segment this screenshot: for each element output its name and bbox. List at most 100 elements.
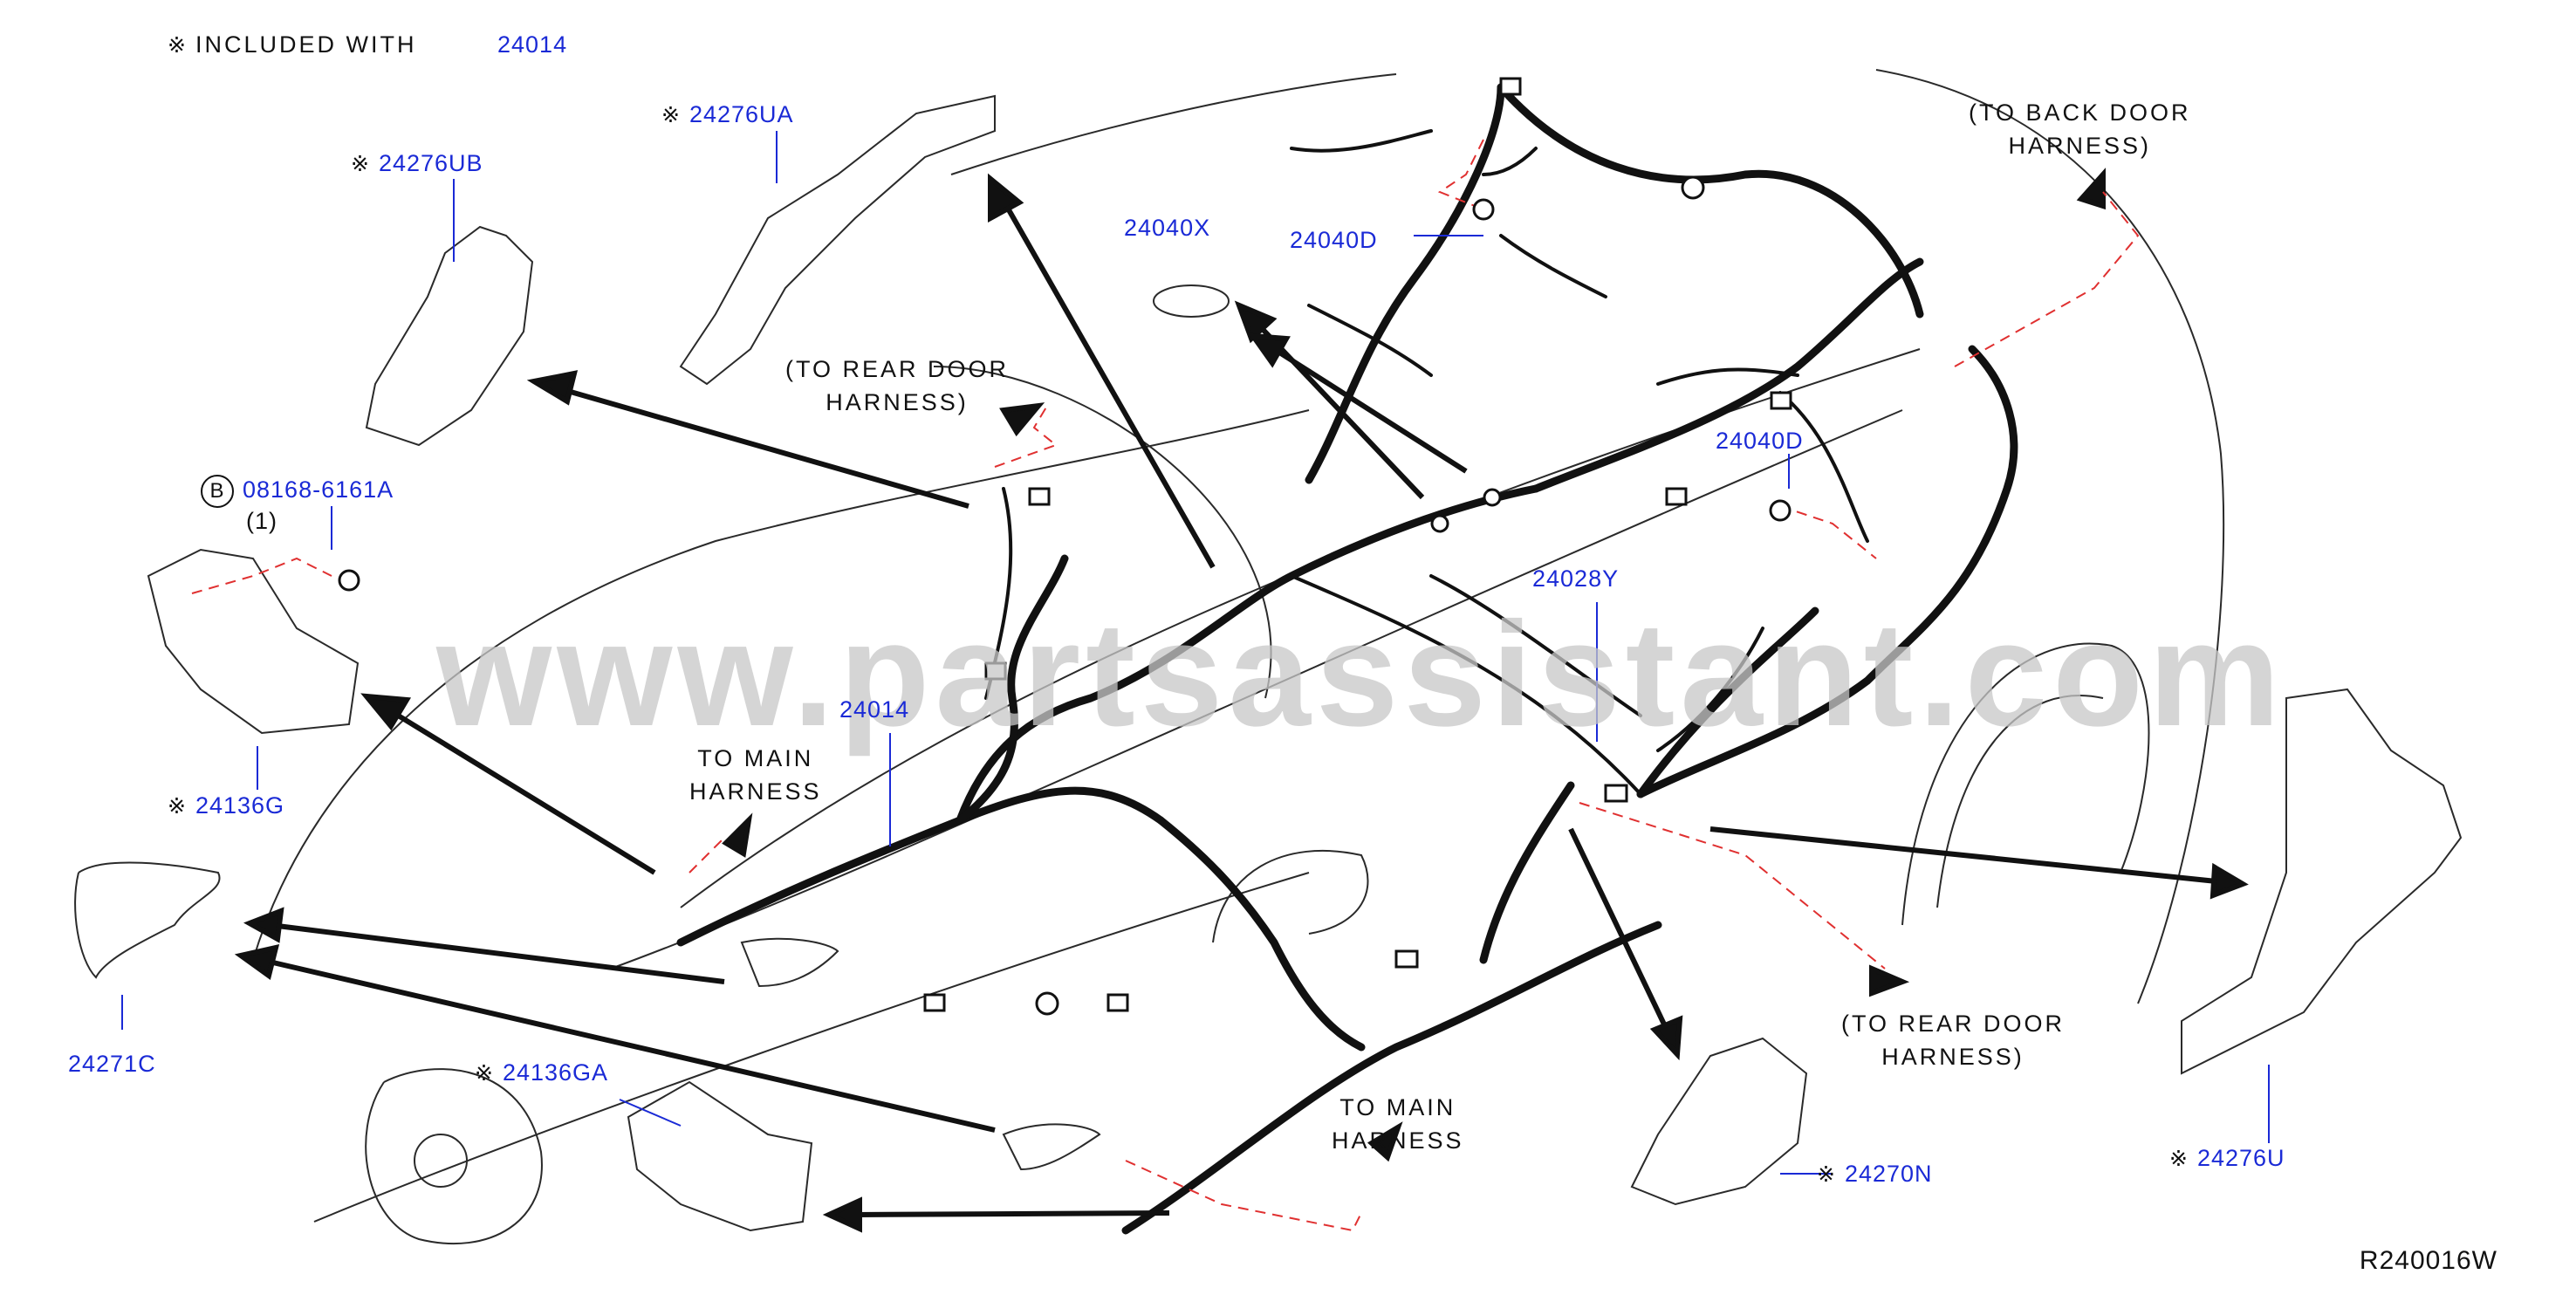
grommet-icon <box>1681 175 1705 200</box>
speaker-center <box>414 1134 468 1188</box>
harness-main-run <box>1121 921 1662 1235</box>
part-link-24276UB[interactable]: 24276UB <box>378 150 483 176</box>
harness-branch-4 <box>1636 606 1819 798</box>
part-link-24014[interactable]: 24014 <box>839 696 910 723</box>
part-label-24136G: ※ 24136G <box>168 792 284 819</box>
bracket-24276UB <box>365 225 534 447</box>
bolt-icon <box>1769 499 1792 522</box>
ref-line-08168 <box>191 557 332 594</box>
note-back-door-harness: (TO BACK DOOR HARNESS) <box>1969 99 2191 159</box>
harness-roof-run <box>1305 83 1505 484</box>
harness-roof-right <box>1531 257 1924 493</box>
note-rear-door-harness-2: (TO REAR DOOR HARNESS) <box>1841 1011 2066 1070</box>
wire-branch-e <box>1778 391 1869 543</box>
part-link-24040D-upper[interactable]: 24040D <box>1290 227 1378 253</box>
note-rear-door-harness-1: (TO REAR DOOR HARNESS) <box>785 356 1010 415</box>
grommet-icon <box>1035 991 1059 1016</box>
trim-piece-left <box>740 937 839 988</box>
part-link-24040D-lower[interactable]: 24040D <box>1716 428 1804 454</box>
included-symbol-icon: ※ <box>168 33 187 58</box>
note-main-harness-1: TO MAIN HARNESS <box>689 745 822 805</box>
body-outline-floor <box>610 409 1903 970</box>
bracket-24276UA <box>679 94 996 386</box>
arrow-24136G <box>382 704 656 875</box>
leader-24136GA <box>619 1099 682 1127</box>
arrowhead-24276U <box>2209 862 2249 900</box>
included-symbol-icon: ※ <box>168 794 187 819</box>
wire-branch-f <box>1656 627 1764 752</box>
legend: ※ INCLUDED WITH <box>168 31 416 58</box>
part-link-24271C[interactable]: 24271C <box>68 1051 156 1077</box>
arrow-24136GA <box>854 1210 1170 1217</box>
part-label-24276UB: ※ 24276UB <box>351 150 483 177</box>
ref-line-back-door <box>1954 191 2140 367</box>
included-symbol-icon: ※ <box>351 152 370 176</box>
clip-icon <box>1665 487 1688 506</box>
arrow-24276UB <box>558 386 969 509</box>
arrow-24276UA <box>1001 199 1216 569</box>
arrowhead-24276UB <box>526 370 579 406</box>
harness-branch-3 <box>1479 781 1575 964</box>
bracket-24270N <box>1630 1037 1808 1206</box>
arrow-24040X-b <box>1272 346 1468 474</box>
hole-icon <box>1430 514 1449 533</box>
arrowhead-24136GA <box>822 1196 862 1233</box>
fuseblock-24136GA <box>627 1080 813 1232</box>
ref-line-24040D-b <box>1779 505 1877 559</box>
ref-line-24040D-a <box>1437 139 1484 210</box>
body-outline-front <box>252 409 1310 961</box>
wire-branch-i <box>1290 129 1433 153</box>
ref-line-main-1 <box>689 837 725 874</box>
arrowhead-rear-door-1 <box>999 402 1045 437</box>
body-outline-rear <box>1875 69 2225 1004</box>
part-link-24040X[interactable]: 24040X <box>1124 215 1211 241</box>
arrow-24271C-b <box>261 957 996 1133</box>
part-link-24136G[interactable]: 24136G <box>195 792 285 819</box>
wheel-arch-inner <box>1936 695 2104 908</box>
clip-icon <box>984 661 1007 681</box>
part-link-24276UA[interactable]: 24276UA <box>689 101 794 127</box>
clip-icon <box>1499 77 1522 96</box>
clip-icon <box>1106 993 1129 1012</box>
clip-icon <box>1394 949 1419 969</box>
wire-branch-c <box>1307 304 1433 377</box>
arrowhead-main-harness-1 <box>722 812 753 858</box>
arrowhead-24040X-a <box>1234 300 1278 344</box>
grommet-24040X <box>1153 284 1230 318</box>
arrowhead-main-harness-2 <box>1367 1121 1403 1162</box>
wire-branch-a <box>1290 574 1642 796</box>
harness-24014-upper <box>956 484 1540 825</box>
arrow-24040X-a <box>1254 320 1425 500</box>
diagram-code: R240016W <box>2359 1246 2497 1275</box>
arrow-24271C-a <box>270 922 725 984</box>
part-link-24136GA[interactable]: 24136GA <box>502 1059 609 1086</box>
part-link-08168-6161A[interactable]: 08168-6161A <box>243 476 394 503</box>
arrowhead-24271C-b <box>234 944 280 981</box>
legend-ref-link[interactable]: 24014 <box>497 31 568 58</box>
body-outline-roof <box>950 73 1397 175</box>
part-label-24270N: ※24270N <box>1817 1161 1933 1188</box>
door-opening <box>933 366 1272 699</box>
arrowhead-back-door <box>2076 168 2106 210</box>
legend-text: INCLUDED WITH <box>195 31 417 58</box>
part-label-08168: B 08168-6161A <box>201 475 394 508</box>
note-main-harness-2: TO MAIN HARNESS <box>1332 1094 1464 1154</box>
part-link-24270N[interactable]: 24270N <box>1844 1161 1933 1187</box>
ref-line-rear-door-2 <box>1579 802 1886 970</box>
hole-icon <box>1483 488 1502 507</box>
harness-rear-run <box>1636 345 2018 798</box>
clip-icon <box>923 993 946 1012</box>
ref-line-rear-door-1 <box>994 405 1058 468</box>
harness-branch-2 <box>1156 816 1366 1052</box>
part-qty-08168: (1) <box>246 508 277 534</box>
arrowhead-rear-door-2 <box>1869 964 1910 997</box>
ref-b-circle-icon: B <box>201 475 234 508</box>
bolt-icon <box>1472 198 1495 221</box>
part-link-24028Y[interactable]: 24028Y <box>1532 565 1620 592</box>
trim-piece-center <box>1002 1123 1101 1171</box>
wire-branch-d <box>1429 574 1642 717</box>
part-link-24276U[interactable]: 24276U <box>2196 1145 2285 1171</box>
wire-branch-g <box>1656 367 1799 386</box>
